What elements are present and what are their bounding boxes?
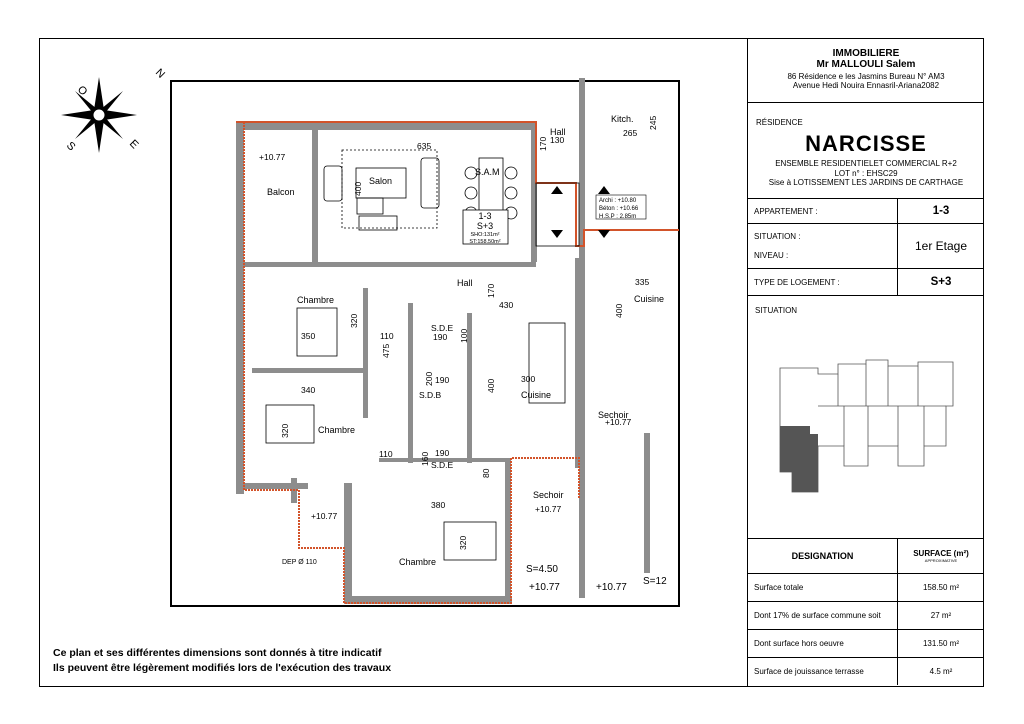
svg-text:130: 130	[550, 135, 564, 145]
compass-n: N	[153, 67, 167, 81]
surface-row-4: Surface de jouissance terrasse 4.5 m²	[748, 658, 984, 685]
situation-map-block: SITUATION	[748, 296, 984, 539]
svg-text:200: 200	[424, 372, 434, 386]
room-salon: Salon	[369, 176, 392, 186]
svg-text:170: 170	[538, 137, 548, 151]
room-sde-1: S.D.E	[431, 323, 454, 333]
compass-rose-icon	[61, 77, 137, 153]
residence-name: NARCISSE	[805, 131, 927, 156]
room-sde-2: S.D.E	[431, 460, 454, 470]
svg-text:110: 110	[380, 331, 394, 341]
residence-block: RÉSIDENCE NARCISSE ENSEMBLE RESIDENTIELE…	[748, 103, 984, 199]
apartment-row: APPARTEMENT : 1-3	[748, 199, 984, 224]
svg-text:400: 400	[614, 304, 624, 318]
svg-text:+10.77: +10.77	[529, 582, 560, 593]
unit-highlight	[780, 426, 818, 492]
plan-border	[170, 80, 680, 607]
svg-text:320: 320	[349, 314, 359, 328]
beds	[265, 307, 566, 561]
svg-text:SHO:131m²: SHO:131m²	[470, 232, 499, 238]
surface-row-2: Dont 17% de surface commune soit 27 m²	[748, 602, 984, 630]
type-value: S+3	[930, 276, 952, 288]
svg-text:320: 320	[280, 424, 290, 438]
svg-text:245: 245	[648, 116, 658, 130]
svg-text:Béton : +10.66: Béton : +10.66	[599, 206, 639, 212]
room-cuisine-right: Cuisine	[634, 294, 664, 304]
svg-text:+10.77: +10.77	[535, 504, 562, 514]
compass-s: S	[64, 140, 78, 154]
room-sam: S.A.M	[475, 167, 500, 177]
type-row: TYPE DE LOGEMENT : S+3	[748, 269, 984, 296]
surface-row-1: Surface totale 158.50 m²	[748, 574, 984, 602]
drawing-frame	[39, 38, 984, 687]
svg-text:475: 475	[381, 344, 391, 358]
svg-text:+10.77: +10.77	[605, 417, 632, 427]
svg-text:100: 100	[459, 329, 469, 343]
surface-header: DESIGNATION SURFACE (m²) APPROXIMATIVE	[748, 539, 984, 574]
apartment-badge: 1-3 S+3 SHO:131m² ST:158.50m²	[462, 209, 509, 245]
room-sechoir-1: Sechoir	[533, 490, 564, 500]
svg-text:DEP Ø 110: DEP Ø 110	[282, 559, 317, 566]
svg-text:340: 340	[301, 385, 315, 395]
svg-text:335: 335	[635, 277, 649, 287]
svg-text:190: 190	[433, 332, 447, 342]
niveau-value: 1er Etage	[914, 239, 968, 253]
svg-text:170: 170	[486, 284, 496, 298]
svg-text:S+3: S+3	[477, 221, 493, 231]
floor-plan-svg: N E S O Archi : +10.80 Béton : +10.66 H.…	[61, 67, 680, 607]
company-block: IMMOBILIERE Mr MALLOULI Salem 86 Résiden…	[748, 38, 984, 103]
svg-text:300: 300	[521, 374, 535, 384]
room-kitch: Kitch.	[611, 114, 634, 124]
svg-text:ST:158.50m²: ST:158.50m²	[469, 239, 500, 245]
svg-text:265: 265	[623, 128, 637, 138]
apartment-value: 1-3	[932, 205, 950, 217]
svg-text:H.S.P : 2.85m: H.S.P : 2.85m	[599, 214, 636, 220]
svg-text:635: 635	[417, 141, 431, 151]
disclaimer: Ce plan et ses différentes dimensions so…	[53, 647, 392, 674]
svg-text:Archi : +10.80: Archi : +10.80	[599, 198, 637, 204]
room-sechoir-2: Sechoir	[598, 410, 629, 420]
svg-text:380: 380	[431, 500, 445, 510]
room-hall-top: Hall	[550, 127, 566, 137]
room-chambre-3: Chambre	[399, 557, 436, 567]
svg-text:80: 80	[481, 468, 491, 478]
svg-text:110: 110	[379, 449, 393, 459]
title-block: IMMOBILIERE Mr MALLOULI Salem 86 Résiden…	[747, 38, 984, 687]
level-box	[595, 194, 647, 220]
svg-text:+10.77: +10.77	[311, 511, 338, 521]
room-chambre-1: Chambre	[297, 295, 334, 305]
room-chambre-2: Chambre	[318, 425, 355, 435]
svg-text:+10.77: +10.77	[259, 152, 286, 162]
surface-row-3: Dont surface hors oeuvre 131.50 m²	[748, 630, 984, 658]
svg-text:190: 190	[435, 448, 449, 458]
svg-text:350: 350	[301, 331, 315, 341]
room-sdb: S.D.B	[419, 390, 442, 400]
svg-text:400: 400	[353, 182, 363, 196]
room-cuisine: Cuisine	[521, 390, 551, 400]
svg-text:160: 160	[420, 452, 430, 466]
company-owner: Mr MALLOULI Salem	[816, 59, 916, 70]
walls	[236, 78, 650, 604]
apartment-boundary	[236, 121, 679, 247]
compass-o: O	[75, 84, 90, 99]
svg-text:S=4.50: S=4.50	[526, 564, 558, 575]
floor-plan: N E S O Archi : +10.80 Béton : +10.66 H.…	[39, 38, 747, 687]
room-hall: Hall	[457, 278, 473, 288]
svg-text:430: 430	[499, 300, 513, 310]
svg-text:1-3: 1-3	[478, 211, 491, 221]
compass-e: E	[127, 138, 141, 152]
svg-text:320: 320	[458, 536, 468, 550]
svg-text:400: 400	[486, 379, 496, 393]
company-name: IMMOBILIERE	[832, 48, 900, 59]
situation-row: SITUATION : NIVEAU : 1er Etage	[748, 224, 984, 269]
svg-text:+10.77: +10.77	[596, 582, 627, 593]
svg-text:190: 190	[435, 375, 449, 385]
situation-map	[779, 359, 954, 493]
room-balcon: Balcon	[267, 187, 295, 197]
svg-text:S=12: S=12	[643, 576, 667, 587]
